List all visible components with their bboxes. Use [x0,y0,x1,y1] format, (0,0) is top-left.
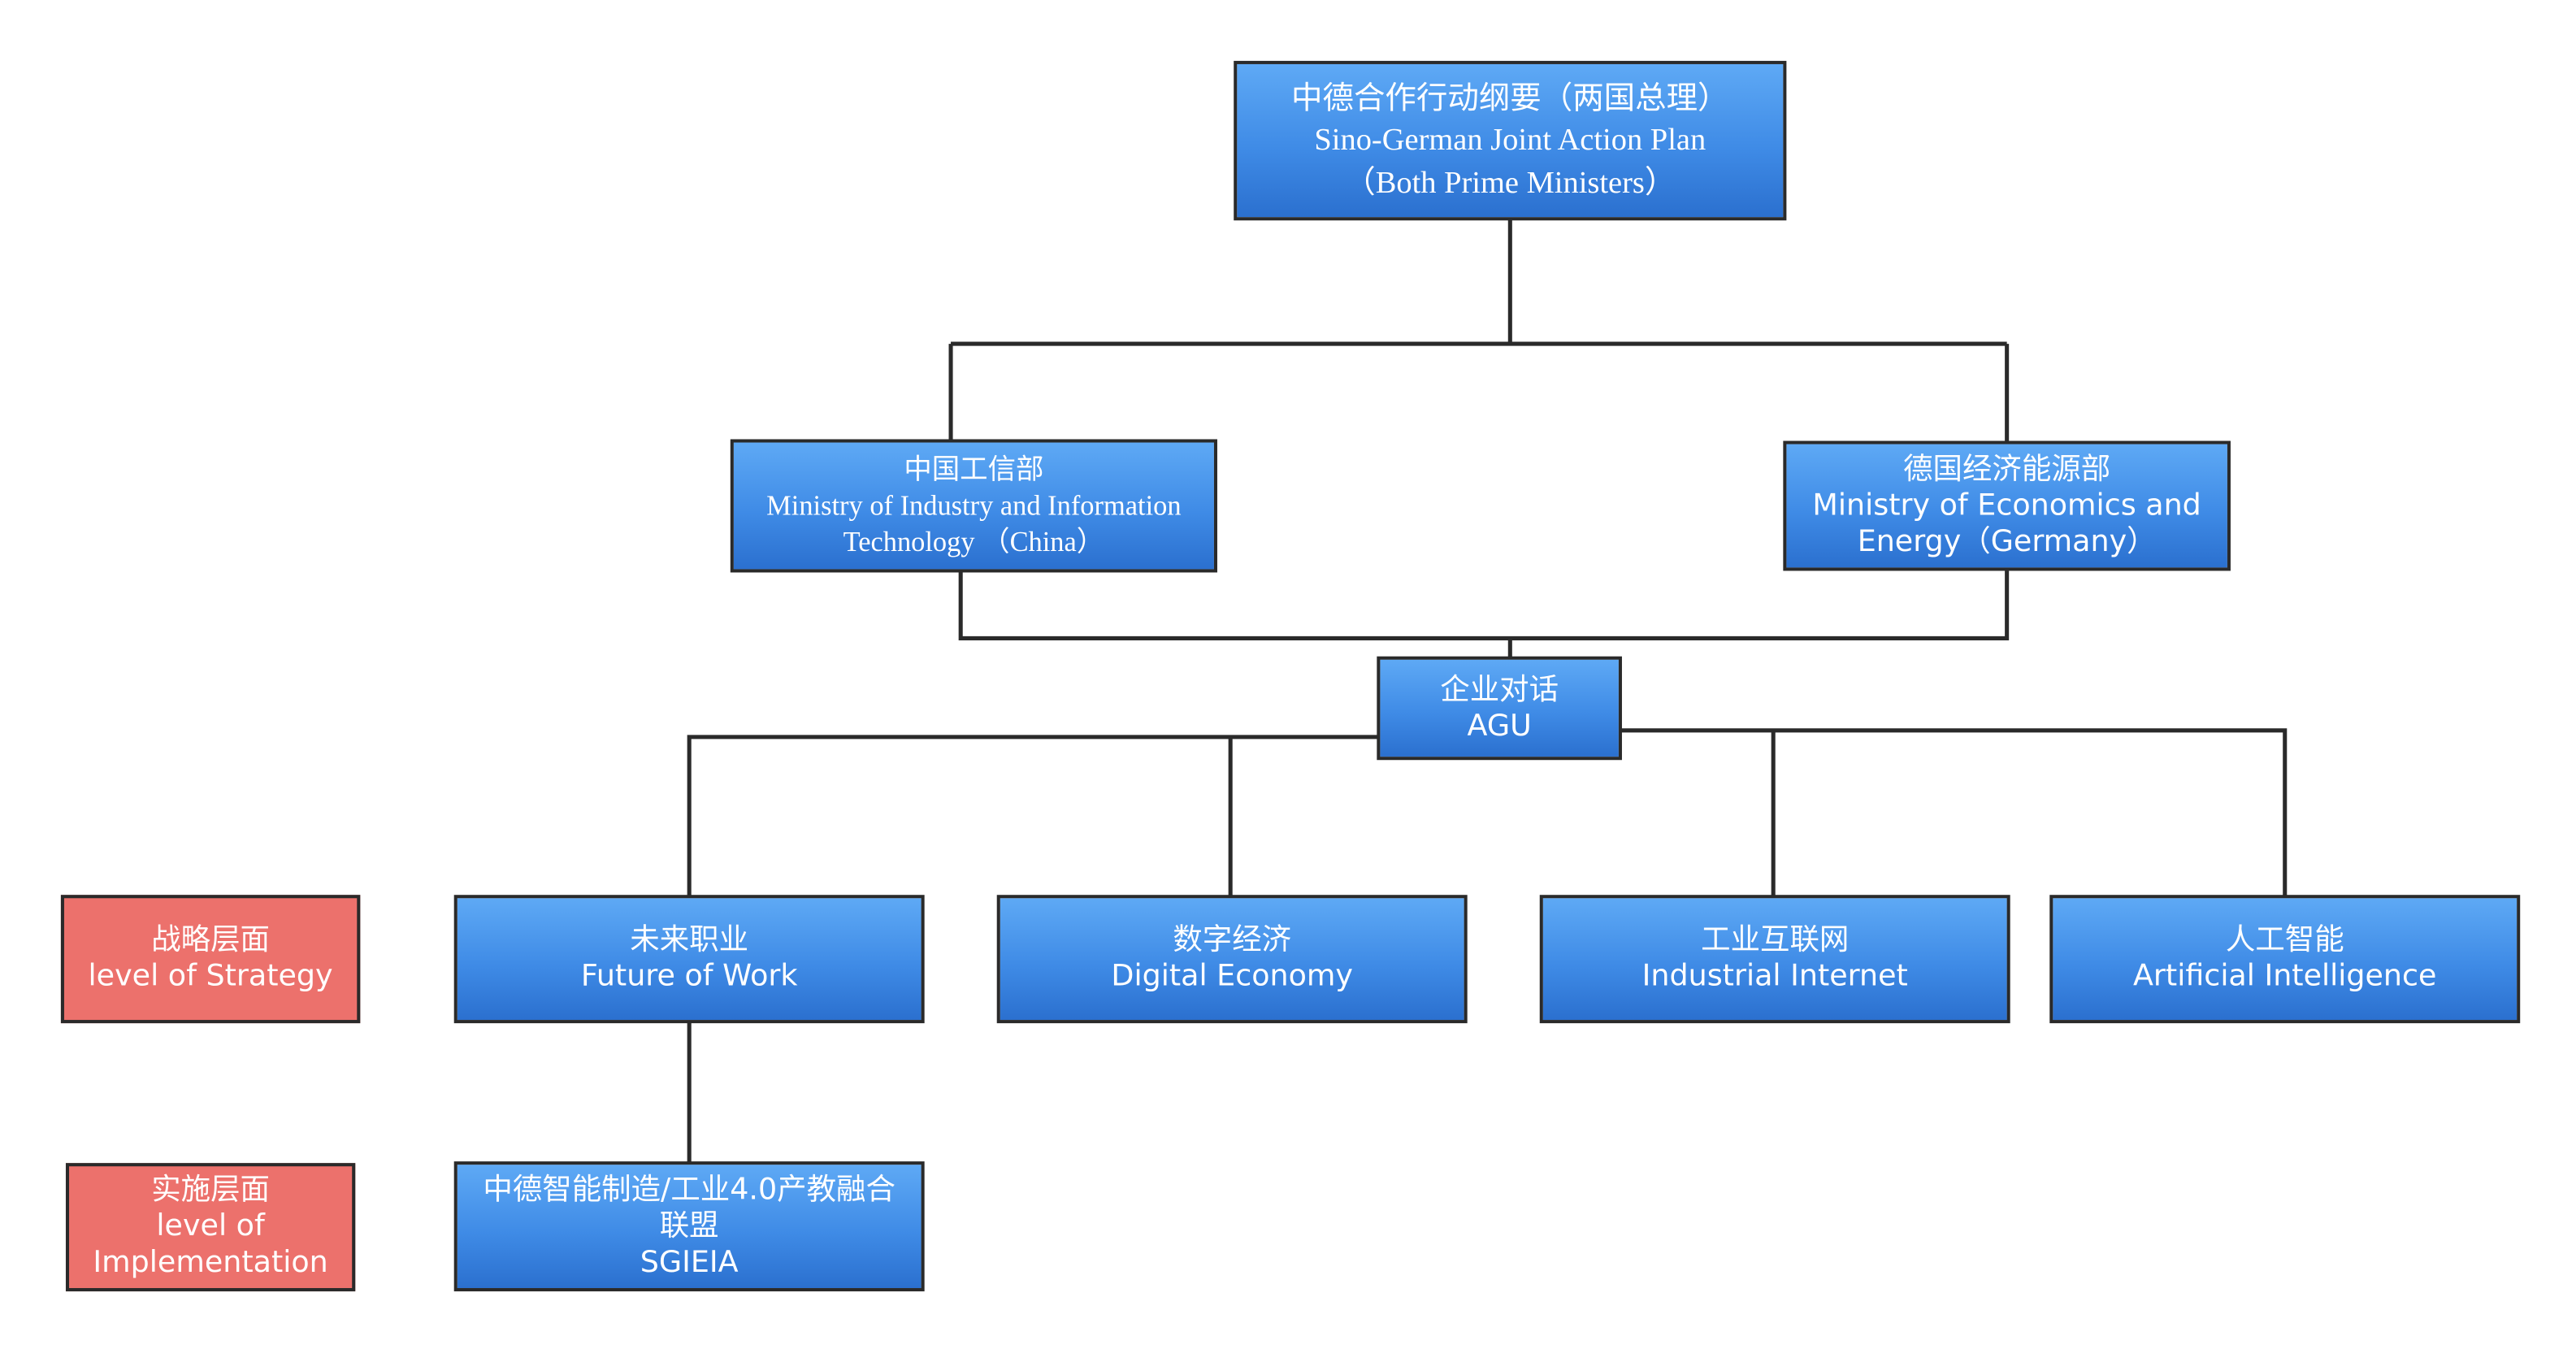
strategy-node-zh: 工业互联网 [1701,922,1850,958]
level-implementation-zh: 实施层面 [151,1173,270,1208]
agu-en: AGU [1467,708,1532,743]
level-label-strategy: 战略层面 level of Strategy [60,895,361,1024]
strategy-node-en: Artificial Intelligence [2133,959,2437,994]
strategy-node-digital-economy: 数字经济 Digital Economy [996,895,1468,1024]
ministry-germany-en-2: Energy（Germany） [1857,523,2157,559]
root-title-en-2: （Both Prime Ministers） [1344,165,1676,200]
level-label-implementation: 实施层面 level of Implementation [65,1163,356,1292]
implementation-node-en: SGIEIA [640,1244,739,1279]
strategy-node-artificial-intelligence: 人工智能 Artificial Intelligence [2049,895,2521,1024]
strategy-node-zh: 数字经济 [1173,922,1292,958]
root-title-zh: 中德合作行动纲要（两国总理） [1291,80,1729,116]
implementation-node-sgieia: 中德智能制造/工业4.0产教融合 联盟 SGIEIA [453,1161,925,1292]
ministry-china-zh: 中国工信部 [904,453,1044,487]
ministry-germany-zh: 德国经济能源部 [1903,451,2111,487]
root-title-en: Sino-German Joint Action Plan [1314,122,1706,158]
implementation-node-zh: 中德智能制造/工业4.0产教融合 [483,1172,896,1207]
strategy-node-industrial-internet: 工业互联网 Industrial Internet [1539,895,2010,1024]
connector-root-ministries [948,219,2010,441]
level-strategy-en: level of Strategy [88,959,333,994]
level-strategy-zh: 战略层面 [151,922,270,958]
level-implementation-en-2: Implementation [93,1245,328,1280]
ministry-node-china: 中国工信部 Ministry of Industry and Informati… [730,439,1217,573]
root-node-joint-action-plan: 中德合作行动纲要（两国总理） Sino-German Joint Action … [1234,60,1787,221]
connector-ministries-agu [958,570,2010,658]
agu-zh: 企业对话 [1440,671,1559,707]
strategy-node-zh: 未来职业 [630,922,749,958]
ministry-node-germany: 德国经济能源部 Ministry of Economics and Energy… [1783,440,2231,571]
strategy-node-en: Digital Economy [1111,959,1353,994]
ministry-germany-en: Ministry of Economics and [1812,488,2201,523]
level-implementation-en: level of [156,1208,265,1244]
agu-node: 企业对话 AGU [1377,656,1622,761]
ministry-china-en-2: Technology （China） [843,525,1105,557]
strategy-node-future-of-work: 未来职业 Future of Work [453,895,925,1024]
connector-agu-strategy [687,728,2288,897]
strategy-node-zh: 人工智能 [2225,922,2344,958]
ministry-china-en: Ministry of Industry and Information [766,489,1182,521]
implementation-node-zh-2: 联盟 [659,1208,719,1243]
strategy-node-en: Future of Work [580,959,798,994]
strategy-node-en: Industrial Internet [1641,959,1908,994]
